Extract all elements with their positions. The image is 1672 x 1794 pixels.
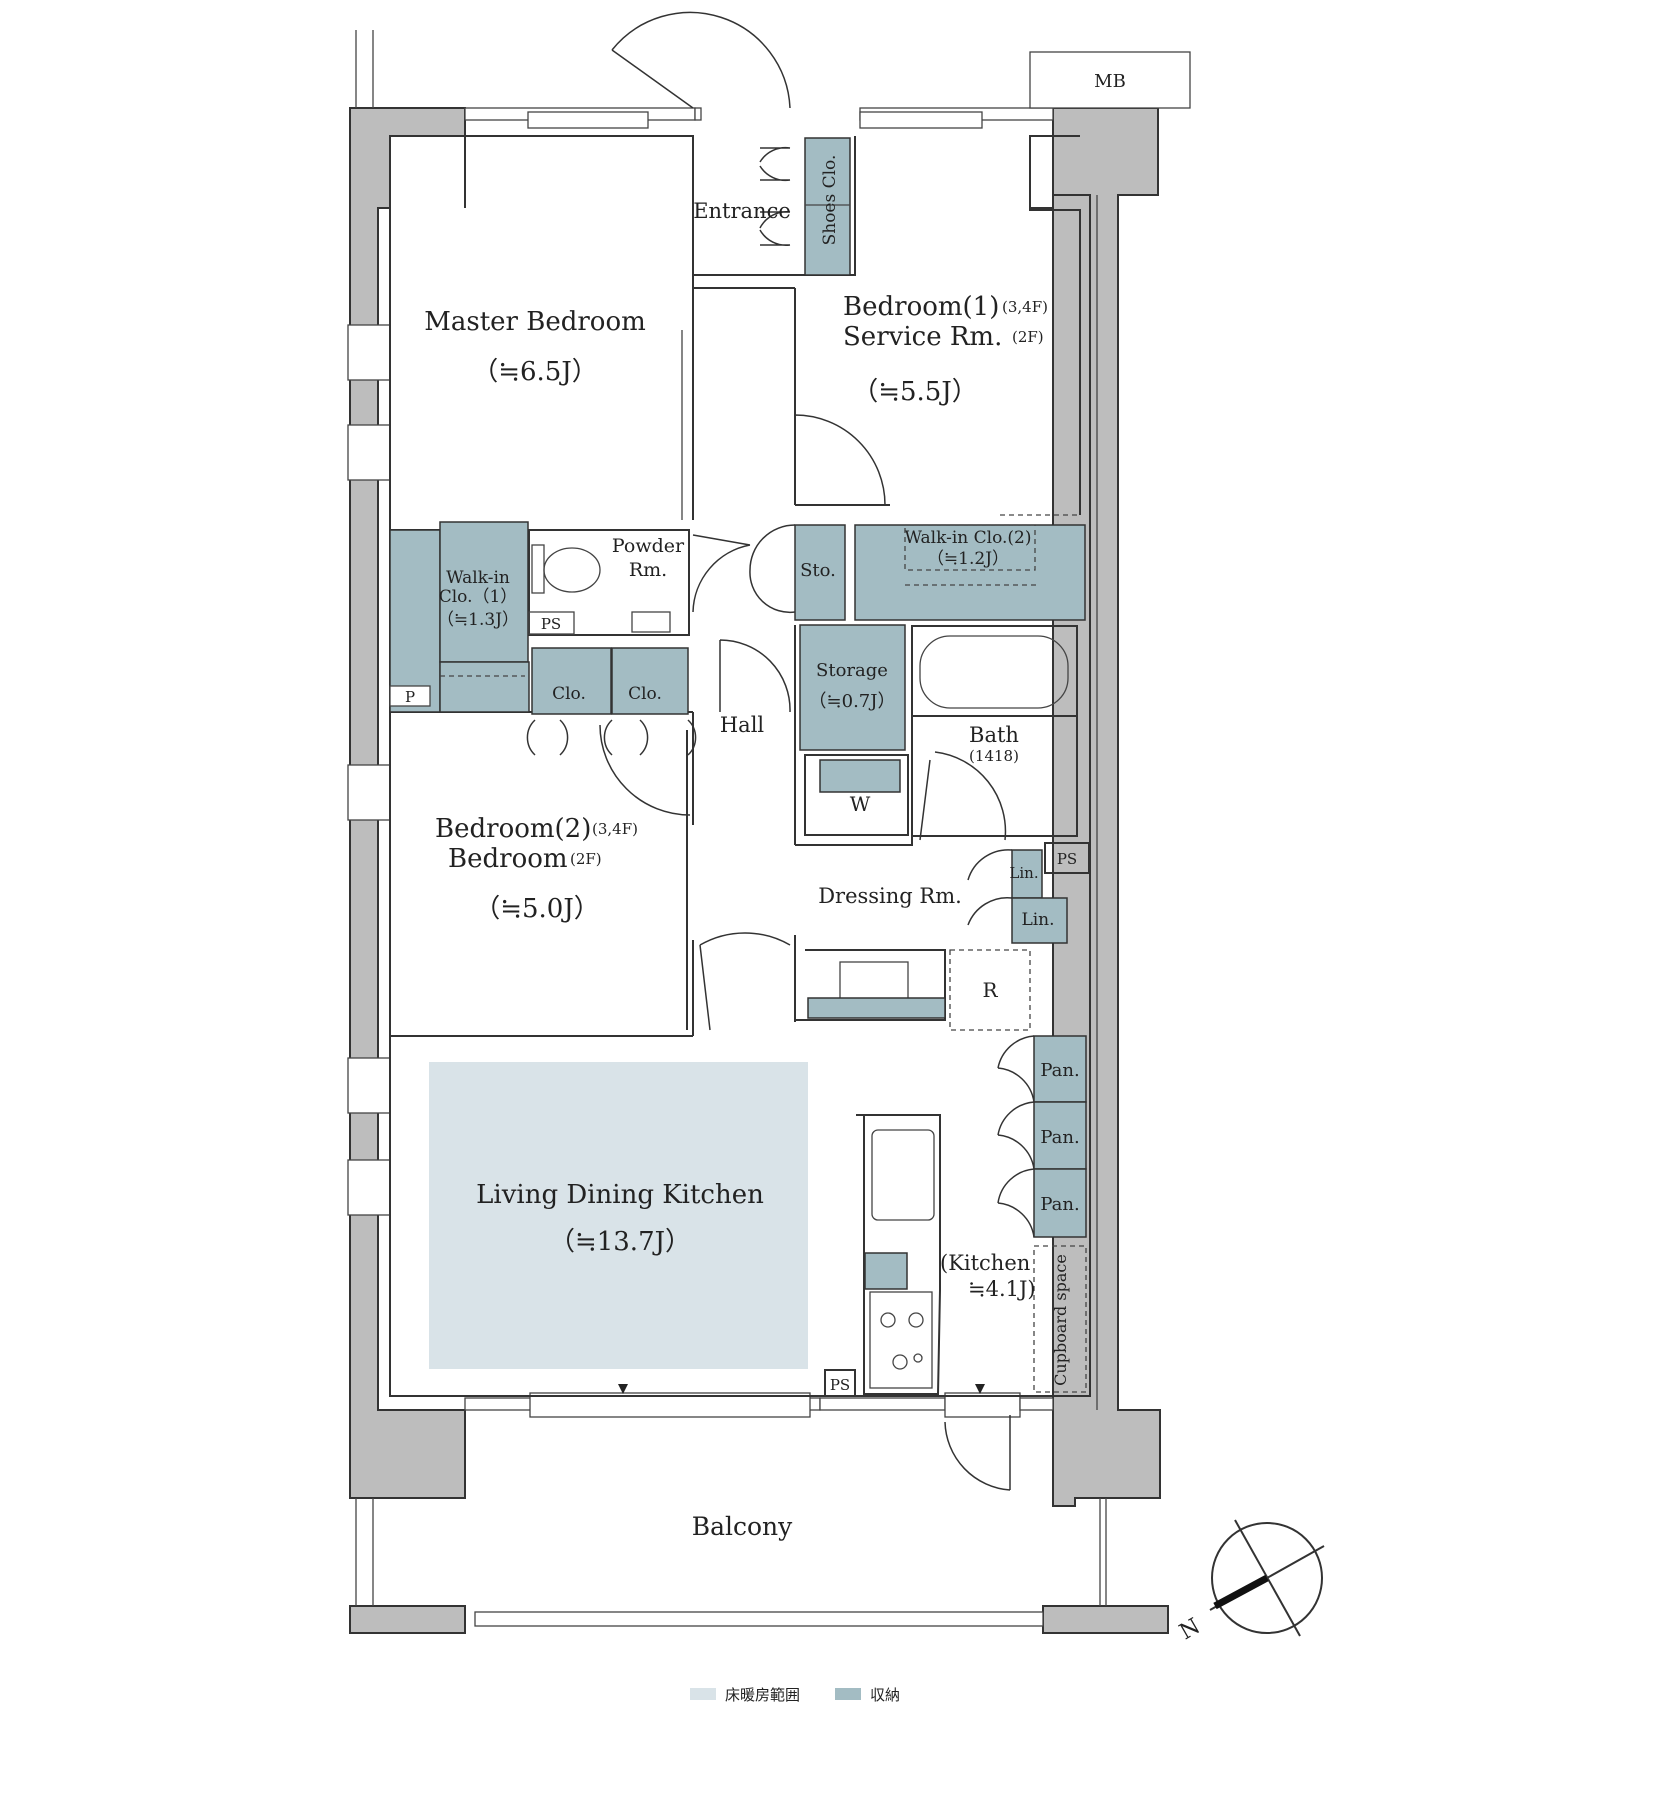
- kitchen-size: ≒4.1J): [968, 1277, 1036, 1301]
- legend-label-storage: 収納: [870, 1686, 900, 1704]
- refrigerator-label: R: [982, 978, 998, 1002]
- toilet-icon: [531, 544, 545, 594]
- walkin2-name: Walk-in Clo.(2): [905, 528, 1032, 548]
- sto-label: Sto.: [800, 560, 836, 581]
- storage-size: （≒0.7J）: [809, 691, 896, 712]
- linen-a-label: Lin.: [1009, 864, 1038, 882]
- kitchen-name: (Kitchen: [940, 1251, 1030, 1275]
- washer-label: W: [850, 792, 871, 816]
- compass-north-label: N: [1176, 1614, 1205, 1645]
- storage-name: Storage: [816, 660, 888, 681]
- bedroom2-floors: (3,4F): [592, 820, 638, 838]
- pantry-3-label: Pan.: [1040, 1194, 1079, 1215]
- powder-room-line1: Powder: [612, 535, 685, 557]
- master-bedroom-size: （≒6.5J）: [472, 357, 598, 387]
- linen-b-label: Lin.: [1021, 910, 1054, 930]
- meter-box: [1029, 51, 1191, 109]
- doors: [526, 11, 1035, 1491]
- compass: N: [1176, 1519, 1325, 1645]
- balcony-label: Balcony: [692, 1512, 793, 1541]
- walkin1-size: （≒1.3J）: [437, 610, 519, 630]
- closet-a-label: Clo.: [552, 684, 586, 704]
- bedroom2-size: （≒5.0J）: [474, 894, 600, 924]
- kitchen-ps-label: PS: [830, 1376, 850, 1394]
- closet-b-label: Clo.: [628, 684, 662, 704]
- legend-label-heating: 床暖房範囲: [725, 1686, 800, 1704]
- bath-name: Bath: [969, 723, 1019, 747]
- bedroom2-name: Bedroom(2): [435, 814, 591, 844]
- bedroom1-floors: (3,4F): [1002, 298, 1048, 316]
- legend-swatch-storage: [835, 1688, 861, 1700]
- hall-label: Hall: [720, 713, 765, 737]
- master-bedroom-name: Master Bedroom: [424, 307, 646, 337]
- floor-heating-area: [429, 1062, 808, 1369]
- dressing-ps-label: PS: [1057, 850, 1077, 868]
- sink-icon: [631, 611, 671, 633]
- ldk-size: （≒13.7J）: [549, 1227, 691, 1257]
- bedroom2-alt-floors: (2F): [570, 850, 602, 868]
- legend: 床暖房範囲 収納: [690, 1686, 900, 1704]
- storage-blocks: [389, 137, 1087, 1290]
- left-windows: [347, 324, 391, 1216]
- ldk-name: Living Dining Kitchen: [476, 1180, 764, 1210]
- meter-box-label: MB: [1094, 71, 1126, 92]
- pantry-2-label: Pan.: [1040, 1127, 1079, 1148]
- kitchen-arrow: [975, 1384, 985, 1394]
- shoes-closet-label: Shoes Clo.: [820, 155, 840, 246]
- bedroom2-alt-name: Bedroom: [448, 844, 568, 874]
- walkin1-line1: Walk-in: [446, 568, 510, 588]
- powder-ps-label: PS: [541, 615, 561, 633]
- entrance-label: Entrance: [693, 199, 791, 223]
- pipe-label: P: [405, 688, 415, 706]
- entrance-arrow: [618, 1384, 628, 1394]
- walkin1-line2: Clo.（1）: [439, 587, 518, 607]
- dressing-room-label: Dressing Rm.: [818, 884, 962, 908]
- bedroom1-alt-name: Service Rm.: [843, 322, 1002, 352]
- top-windows: [464, 107, 1054, 129]
- legend-swatch-heating: [690, 1688, 716, 1700]
- pantry-1-label: Pan.: [1040, 1060, 1079, 1081]
- powder-room-line2: Rm.: [629, 559, 667, 581]
- bedroom1-alt-floors: (2F): [1012, 328, 1044, 346]
- bedroom1-name: Bedroom(1): [843, 292, 999, 322]
- bath-code: (1418): [969, 747, 1019, 765]
- cupboard-label: Cupboard space: [1051, 1254, 1070, 1386]
- bedroom1-size: （≒5.5J）: [852, 377, 978, 407]
- walkin2-size: （≒1.2J）: [927, 549, 1009, 569]
